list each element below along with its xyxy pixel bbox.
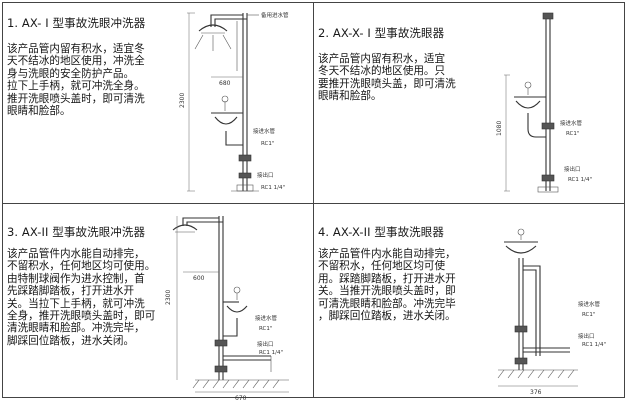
horizontal-divider xyxy=(3,203,624,204)
panel-title: 4. AX-X-II 型事故洗眼器 xyxy=(318,225,444,239)
drawing-label: RC1" xyxy=(261,141,274,147)
drawing-label: RC1 1/4" xyxy=(582,342,606,348)
panel-1: 1. AX- I 型事故洗眼冲洗器 该产品管内留有积水，适宜冬 天不结冰的地区使… xyxy=(3,3,313,203)
panel-description: 该产品管件内水能自动排完， 不留积水，任何地区均可使 用。踩踏脚踏板，打开进水开… xyxy=(318,248,456,323)
shower-eyewash-drawing: 2300 680 备用进水管 接进水管 RC1" 接出口 RC1 1/4" xyxy=(179,11,289,192)
drawing-label: RC1" xyxy=(582,312,595,318)
drawing-label: 接出口 xyxy=(578,332,595,340)
panel-title: 2. AX-X- I 型事故洗眼器 xyxy=(318,26,445,40)
panel-3: 3. AX-II 型事故洗眼冲洗器 该产品管件内水能自动排完， 不留积水，任何地… xyxy=(3,204,313,401)
drawing-label: RC1 1/4" xyxy=(568,177,592,183)
dimension-label: 680 xyxy=(219,80,231,87)
panel-description: 该产品管内留有积水，适宜 冬天不结冰的地区使用。只 要推开洗眼喷头盖，即可清洗 … xyxy=(318,53,456,103)
panel-4: 4. AX-X-II 型事故洗眼器 该产品管件内水能自动排完， 不留积水，任何地… xyxy=(314,204,626,399)
panel-description: 该产品管件内水能自动排完， 不留积水，任何地区均可使用。 由特制球阀作为进水控制… xyxy=(7,248,156,347)
eyewash-pedal-drawing: 376 接进水管 RC1" 接出口 RC1 1/4" xyxy=(497,228,606,396)
drawing-label: 接出口 xyxy=(564,165,581,173)
drawing-label: RC1" xyxy=(566,131,579,137)
drawing-label: 接出口 xyxy=(257,171,274,179)
drawing-label: RC1" xyxy=(259,326,272,332)
drawing-label: 接进水管 xyxy=(255,314,278,322)
dimension-label: 670 xyxy=(235,395,247,401)
dimension-label: 600 xyxy=(193,275,205,282)
vertical-divider xyxy=(313,3,314,397)
drawing-label: 接进水管 xyxy=(578,300,601,308)
dimension-label: 376 xyxy=(530,389,542,396)
drawing-label: 备用进水管 xyxy=(261,11,289,19)
panel-title: 3. AX-II 型事故洗眼冲洗器 xyxy=(7,225,146,239)
panel-title: 1. AX- I 型事故洗眼冲洗器 xyxy=(7,16,146,30)
shower-eyewash-pedal-drawing: 2300 600 670 接进水管 RC1" 接出口 RC1 1/4" xyxy=(165,216,289,401)
drawing-label: RC1 1/4" xyxy=(261,185,285,191)
drawing-label: RC1 1/4" xyxy=(259,350,283,356)
drawing-label: 接出口 xyxy=(257,340,274,348)
panel-2: 2. AX-X- I 型事故洗眼器 该产品管内留有积水，适宜 冬天不结冰的地区使… xyxy=(314,3,626,203)
dimension-label: 1080 xyxy=(496,121,503,136)
panel-description: 该产品管内留有积水，适宜冬 天不结冰的地区使用，冲洗全 身与洗眼的安全防护产品。… xyxy=(7,43,145,118)
drawing-label: 接进水管 xyxy=(560,119,583,127)
dimension-label: 2300 xyxy=(165,290,172,305)
drawing-label: 接进水管 xyxy=(253,127,276,135)
dimension-label: 2300 xyxy=(179,93,186,108)
eyewash-drawing: 1080 接进水管 RC1" 接出口 RC1 1/4" xyxy=(496,12,592,193)
